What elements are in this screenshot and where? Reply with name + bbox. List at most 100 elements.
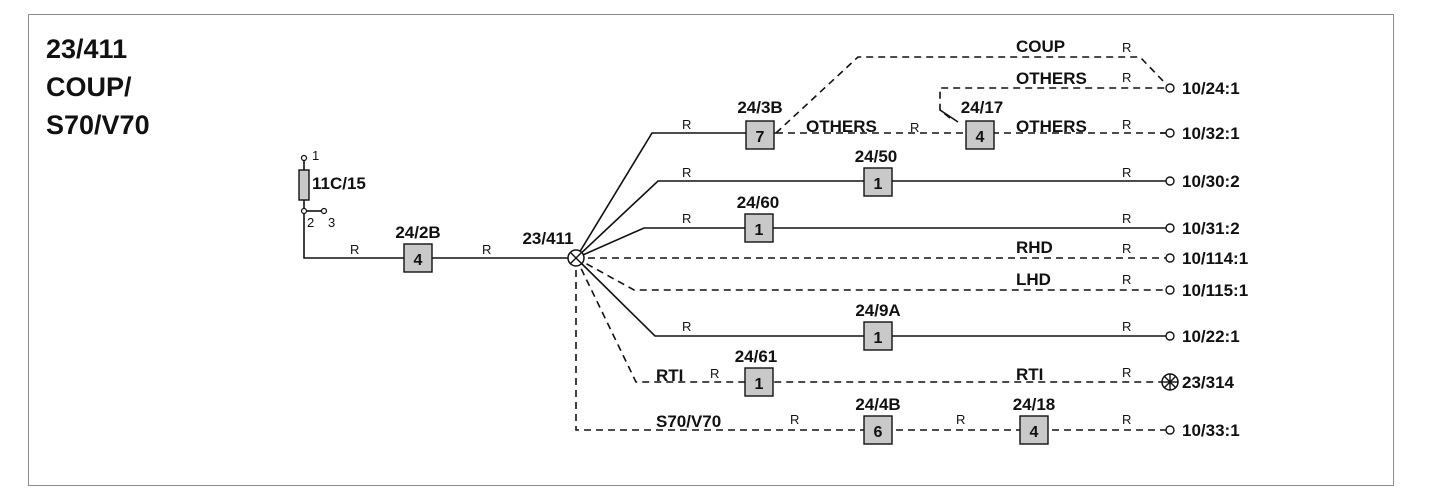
branch-s70v70-wire bbox=[575, 258, 1166, 431]
connector-24-61-pin: 1 bbox=[755, 376, 764, 393]
connector-24-61-label: 24/61 bbox=[735, 347, 778, 366]
connector-24-2b-label: 24/2B bbox=[395, 223, 440, 242]
terminal-10-31-2-label: 10/31:2 bbox=[1182, 219, 1240, 238]
branch-24-50-code-right: R bbox=[1122, 165, 1131, 180]
branch-s70v70-code-3: R bbox=[1122, 412, 1131, 427]
diagram-frame bbox=[28, 14, 1394, 486]
variant-others-3: OTHERS bbox=[1016, 69, 1087, 88]
connector-24-17-label: 24/17 bbox=[961, 98, 1004, 117]
variant-coup: COUP bbox=[1016, 37, 1065, 56]
connector-24-4b-pin: 6 bbox=[874, 424, 883, 441]
connector-24-60-label: 24/60 bbox=[737, 193, 780, 212]
terminal-10-24-1-label: 10/24:1 bbox=[1182, 79, 1240, 98]
branch-24-60-code-right: R bbox=[1122, 211, 1131, 226]
feed-wire bbox=[303, 214, 576, 259]
terminal-10-33-1-dot bbox=[1165, 425, 1175, 435]
feed-wire-code-left: R bbox=[350, 242, 359, 257]
connector-24-18-label: 24/18 bbox=[1013, 395, 1056, 414]
branch-rti-code-left: R bbox=[710, 366, 719, 381]
branch-others-code-3: R bbox=[1122, 70, 1131, 85]
feed-wire-code-right: R bbox=[482, 242, 491, 257]
terminal-10-30-2-dot bbox=[1165, 176, 1175, 186]
connector-24-4b-label: 24/4B bbox=[855, 395, 900, 414]
branch-24-3b-code: R bbox=[682, 117, 691, 132]
terminal-10-115-1-label: 10/115:1 bbox=[1182, 281, 1248, 300]
connector-24-2b bbox=[403, 243, 433, 273]
branch-coup-wire bbox=[775, 56, 1167, 134]
fuse-pin-3-dot bbox=[320, 207, 328, 215]
fuse-body bbox=[298, 169, 310, 201]
title-line-3: S70/V70 bbox=[46, 110, 150, 140]
title-line-1: 23/411 bbox=[46, 34, 128, 64]
branch-others-code-1: R bbox=[910, 120, 919, 135]
terminal-10-114-1-dot bbox=[1165, 253, 1175, 263]
connector-24-61 bbox=[744, 367, 774, 397]
connector-24-18-pin: 4 bbox=[1030, 424, 1039, 441]
branch-rti-code-right: R bbox=[1122, 365, 1131, 380]
terminal-10-24-1-dot bbox=[1165, 83, 1175, 93]
terminal-10-32-1-label: 10/32:1 bbox=[1182, 124, 1240, 143]
terminal-group: 10/24:1 10/32:1 10/30:2 10/31:2 10/114:1… bbox=[1161, 79, 1248, 440]
fuse-11c-15: 1 11C/15 2 3 bbox=[298, 148, 366, 230]
branch-s70v70-code-1: R bbox=[790, 412, 799, 427]
splice-icon bbox=[567, 249, 585, 267]
branch-24-9a-wire bbox=[575, 257, 1166, 337]
branch-s70v70-code-2: R bbox=[956, 412, 965, 427]
connector-24-9a bbox=[863, 321, 893, 351]
variant-others-2: OTHERS bbox=[1016, 117, 1087, 136]
connector-24-50 bbox=[863, 167, 893, 197]
branch-rhd-code: R bbox=[1122, 241, 1131, 256]
fuse-pin-1-dot bbox=[300, 154, 308, 162]
splice-23-314-icon bbox=[1161, 373, 1179, 391]
branch-24-50-code-left: R bbox=[682, 165, 691, 180]
connector-24-18 bbox=[1019, 415, 1049, 445]
variant-rti-2: RTI bbox=[1016, 365, 1043, 384]
terminal-10-114-1-label: 10/114:1 bbox=[1182, 249, 1248, 268]
branch-lhd-wire bbox=[575, 257, 1166, 291]
branch-24-9a-code-left: R bbox=[682, 319, 691, 334]
title-line-2: COUP/ bbox=[46, 72, 132, 102]
connector-24-3b-label: 24/3B bbox=[737, 98, 782, 117]
connector-24-17-pin: 4 bbox=[976, 129, 985, 146]
fuse-label: 11C/15 bbox=[312, 174, 366, 193]
branch-coup-code: R bbox=[1122, 40, 1131, 55]
connector-24-60-pin: 1 bbox=[755, 222, 764, 239]
connector-24-9a-pin: 1 bbox=[874, 330, 883, 347]
branch-24-60-code-left: R bbox=[682, 211, 691, 226]
splice-label: 23/411 bbox=[522, 229, 573, 248]
branch-lhd-code: R bbox=[1122, 272, 1131, 287]
branch-24-60-wire bbox=[575, 227, 1166, 259]
branch-24-9a-code-right: R bbox=[1122, 319, 1131, 334]
branch-rti-wire bbox=[575, 257, 1162, 383]
branch-others-arrow bbox=[939, 109, 959, 123]
variant-others-1: OTHERS bbox=[806, 117, 877, 136]
connector-24-60 bbox=[744, 213, 774, 243]
connector-24-2b-pin: 4 bbox=[414, 252, 423, 269]
diagram-title: 23/411 COUP/ S70/V70 bbox=[46, 30, 150, 144]
terminal-10-22-1-dot bbox=[1165, 331, 1175, 341]
connector-24-17 bbox=[965, 120, 995, 150]
variant-lhd: LHD bbox=[1016, 270, 1051, 289]
connector-24-3b bbox=[745, 120, 775, 150]
terminal-10-33-1-label: 10/33:1 bbox=[1182, 421, 1240, 440]
terminal-10-22-1-label: 10/22:1 bbox=[1182, 327, 1240, 346]
terminal-10-30-2-label: 10/30:2 bbox=[1182, 172, 1240, 191]
variant-rhd: RHD bbox=[1016, 238, 1053, 257]
connector-24-4b bbox=[863, 415, 893, 445]
fuse-pin-3-label: 3 bbox=[328, 215, 335, 230]
fuse-pin-1-label: 1 bbox=[312, 148, 319, 163]
fuse-pin-2-dot bbox=[300, 207, 308, 215]
connector-24-3b-pin: 7 bbox=[756, 129, 765, 146]
variant-rti-1: RTI bbox=[656, 366, 683, 385]
connector-24-50-pin: 1 bbox=[874, 176, 883, 193]
terminal-23-314-label: 23/314 bbox=[1182, 373, 1235, 392]
connector-24-9a-label: 24/9A bbox=[855, 301, 900, 320]
branch-24-50-wire bbox=[575, 180, 1166, 259]
fuse-pin-2-label: 2 bbox=[307, 215, 314, 230]
variant-s70v70: S70/V70 bbox=[656, 412, 721, 431]
terminal-10-115-1-dot bbox=[1165, 285, 1175, 295]
terminal-10-31-2-dot bbox=[1165, 223, 1175, 233]
terminal-10-32-1-dot bbox=[1165, 128, 1175, 138]
connector-24-50-label: 24/50 bbox=[855, 147, 898, 166]
